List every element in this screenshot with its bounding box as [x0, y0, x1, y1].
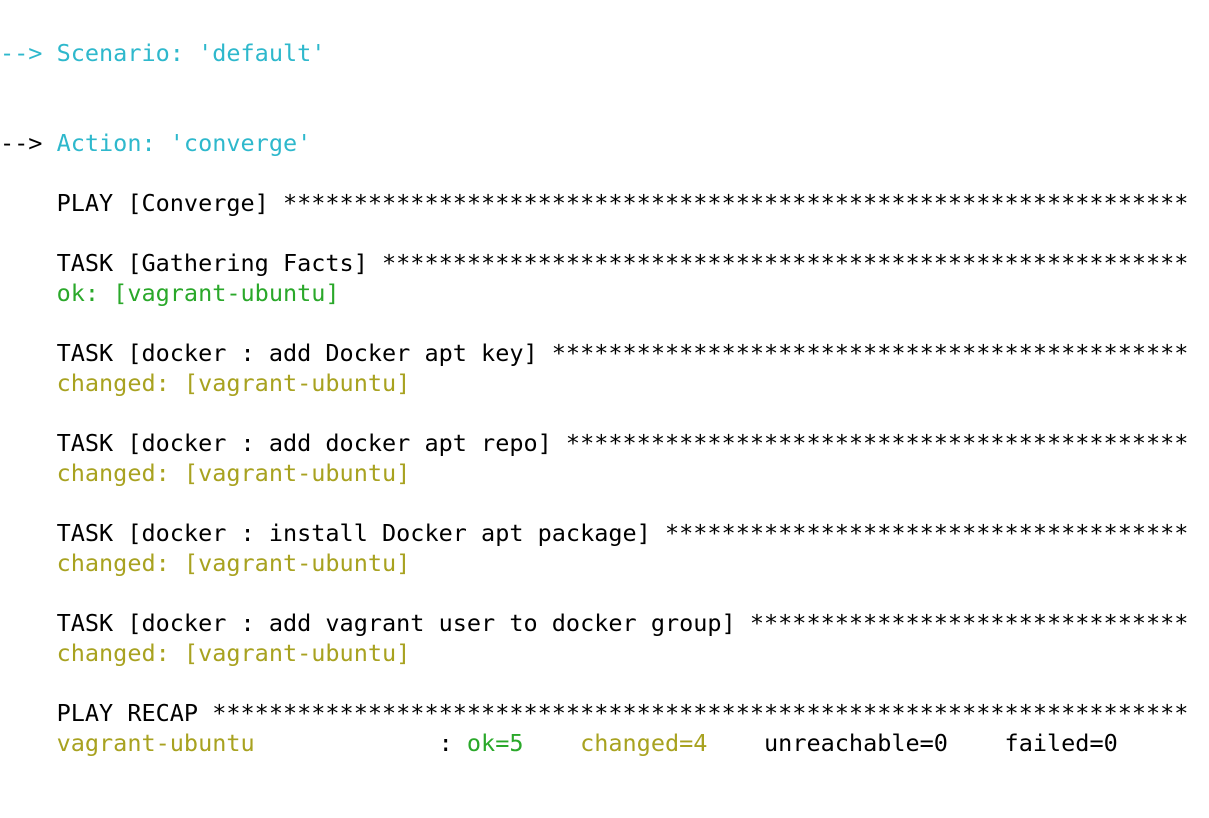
line-play-converge-seg-0: PLAY [Converge] ************************… — [56, 189, 1189, 217]
line-play-recap: PLAY RECAP *****************************… — [0, 698, 1209, 728]
line-task-add-docker-apt-repo: TASK [docker : add docker apt repo] ****… — [0, 428, 1209, 458]
line-ok-gathering-facts: ok: [vagrant-ubuntu] — [0, 278, 1209, 308]
line-indent — [0, 519, 57, 547]
line-recap-vagrant-ubuntu-seg-0: vagrant-ubuntu — [56, 729, 255, 757]
line-task-add-docker-apt-key-seg-0: TASK [docker : add Docker apt key] *****… — [56, 339, 1189, 367]
line-recap-vagrant-ubuntu: vagrant-ubuntu : ok=5 changed=4 unreacha… — [0, 728, 1209, 758]
line-changed-add-vagrant-user-to-docker-group-seg-0: changed: [vagrant-ubuntu] — [56, 639, 411, 667]
line-indent — [0, 549, 57, 577]
line-indent — [0, 429, 57, 457]
line-indent — [0, 249, 57, 277]
line-indent — [0, 699, 57, 727]
line-task-add-vagrant-user-to-docker-group: TASK [docker : add vagrant user to docke… — [0, 608, 1209, 638]
line-indent — [0, 609, 57, 637]
line-recap-vagrant-ubuntu-seg-1: : — [254, 729, 467, 757]
line-changed-add-docker-apt-key-seg-0: changed: [vagrant-ubuntu] — [56, 369, 411, 397]
line-changed-add-vagrant-user-to-docker-group: changed: [vagrant-ubuntu] — [0, 638, 1209, 668]
terminal-output[interactable]: --> Scenario: 'default' --> Action: 'con… — [0, 0, 1209, 757]
blank-line — [0, 158, 1209, 188]
clipped-scenario-line: --> Scenario: 'default' — [0, 38, 1209, 68]
blank-line — [0, 668, 1209, 698]
line-recap-vagrant-ubuntu-seg-2: ok=5 — [466, 729, 524, 757]
blank-line — [0, 578, 1209, 608]
line-changed-add-docker-apt-repo-seg-0: changed: [vagrant-ubuntu] — [56, 459, 411, 487]
line-indent — [0, 369, 57, 397]
line-task-add-vagrant-user-to-docker-group-seg-0: TASK [docker : add vagrant user to docke… — [56, 609, 1189, 637]
line-action: --> Action: 'converge' — [0, 128, 1209, 158]
line-changed-install-docker-apt-package: changed: [vagrant-ubuntu] — [0, 548, 1209, 578]
line-task-gathering-facts-seg-0: TASK [Gathering Facts] *****************… — [56, 249, 1189, 277]
line-changed-add-docker-apt-repo: changed: [vagrant-ubuntu] — [0, 458, 1209, 488]
line-indent — [0, 459, 57, 487]
line-play-converge: PLAY [Converge] ************************… — [0, 188, 1209, 218]
line-action-seg-0: --> — [0, 129, 57, 157]
line-task-add-docker-apt-key: TASK [docker : add Docker apt key] *****… — [0, 338, 1209, 368]
terminal-lines: --> Action: 'converge' PLAY [Converge] *… — [0, 128, 1209, 758]
blank-line — [0, 398, 1209, 428]
line-task-install-docker-apt-package-seg-0: TASK [docker : install Docker apt packag… — [56, 519, 1189, 547]
line-changed-add-docker-apt-key: changed: [vagrant-ubuntu] — [0, 368, 1209, 398]
line-play-recap-seg-0: PLAY RECAP *****************************… — [56, 699, 1189, 727]
line-recap-vagrant-ubuntu-seg-3 — [524, 729, 581, 757]
blank-line — [0, 488, 1209, 518]
line-indent — [0, 639, 57, 667]
line-task-gathering-facts: TASK [Gathering Facts] *****************… — [0, 248, 1209, 278]
line-indent — [0, 279, 57, 307]
line-ok-gathering-facts-seg-0: ok: [vagrant-ubuntu] — [56, 279, 340, 307]
blank-line — [0, 218, 1209, 248]
line-task-install-docker-apt-package: TASK [docker : install Docker apt packag… — [0, 518, 1209, 548]
line-indent — [0, 729, 57, 757]
blank-line — [0, 308, 1209, 338]
line-indent — [0, 189, 57, 217]
clipped-scenario-text: --> Scenario: 'default' — [0, 39, 326, 67]
line-changed-install-docker-apt-package-seg-0: changed: [vagrant-ubuntu] — [56, 549, 411, 577]
line-action-seg-1: Action: 'converge' — [56, 129, 312, 157]
line-indent — [0, 339, 57, 367]
line-recap-vagrant-ubuntu-seg-4: changed=4 — [580, 729, 708, 757]
line-recap-vagrant-ubuntu-seg-5: unreachable=0 failed=0 — [707, 729, 1118, 757]
line-task-add-docker-apt-repo-seg-0: TASK [docker : add docker apt repo] ****… — [56, 429, 1189, 457]
